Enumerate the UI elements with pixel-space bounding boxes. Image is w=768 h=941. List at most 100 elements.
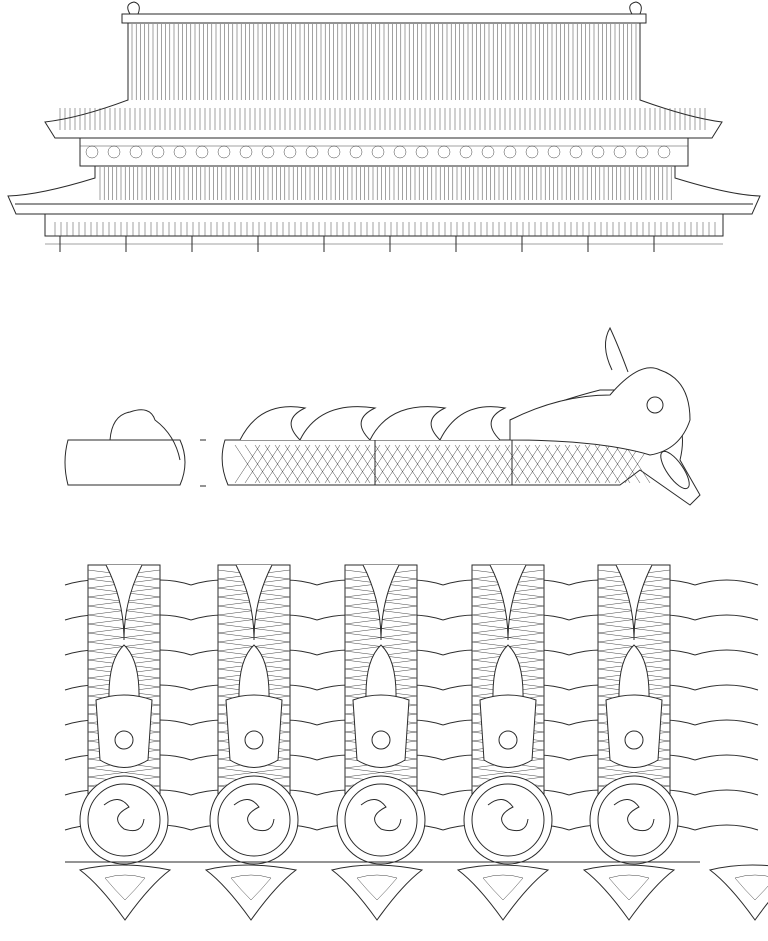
eave-tile-pattern	[64, 564, 768, 921]
drip-tile-motif	[356, 874, 398, 901]
round-tile-end	[589, 775, 679, 865]
scale-hatch	[354, 444, 381, 484]
horn-ornament	[492, 644, 524, 701]
dragon-motif	[233, 799, 275, 832]
tile-row-arc	[694, 649, 759, 656]
scale-hatch	[514, 444, 541, 484]
ridge-fin	[615, 564, 653, 641]
ridge-fin	[489, 564, 527, 641]
round-tile-inner	[87, 783, 161, 857]
scale-hatch	[474, 444, 501, 484]
beast-mouth	[624, 730, 644, 750]
ridge-ornament-icon	[127, 1, 642, 15]
round-tile-end	[336, 775, 426, 865]
beast-mouth	[244, 730, 264, 750]
scale-hatch	[594, 444, 621, 484]
dash-marks	[200, 439, 206, 487]
tile-row-arc	[694, 754, 759, 761]
scale-hatch	[434, 444, 461, 484]
scale-hatch	[534, 444, 561, 484]
tile-row-arc	[694, 684, 759, 691]
scale-hatch	[324, 444, 351, 484]
ridge-fin	[235, 564, 273, 641]
upper-ridge	[121, 13, 647, 24]
scale-hatch	[424, 444, 451, 484]
eave-column	[589, 564, 679, 865]
dragon-head	[509, 367, 691, 456]
scale-hatch	[597, 767, 671, 778]
scale-hatch	[344, 767, 418, 778]
scale-hatch	[564, 444, 591, 484]
eave-column	[209, 564, 299, 865]
round-tile-end	[209, 775, 299, 865]
scale-hatch	[334, 444, 361, 484]
lower-roof-outline	[7, 165, 761, 215]
palace-roof-elevation	[7, 1, 761, 252]
scale-hatch	[494, 444, 521, 484]
tile-row-arc	[694, 824, 759, 831]
dragon-horn	[605, 326, 629, 373]
scale-hatch	[344, 444, 371, 484]
scale-hatch	[234, 444, 261, 484]
scale-hatch	[414, 444, 441, 484]
horn-ornament	[365, 644, 397, 701]
scale-hatch	[314, 444, 341, 484]
scale-hatch	[374, 444, 401, 484]
drip-tile	[78, 864, 172, 921]
scale-hatch	[274, 444, 301, 484]
scale-hatch	[304, 444, 331, 484]
scale-hatch	[471, 767, 545, 778]
beast-mouth	[371, 730, 391, 750]
fin-ornament	[299, 406, 377, 441]
drip-tile	[330, 864, 424, 921]
fin-ornament	[239, 406, 307, 441]
dragon-pearl	[660, 450, 690, 490]
scale-hatch	[404, 444, 431, 484]
tile-row-arc	[694, 579, 759, 586]
drip-tile-motif	[230, 874, 272, 901]
dragon-motif	[613, 799, 655, 832]
round-tile-end	[463, 775, 553, 865]
scale-hatch	[394, 444, 421, 484]
scale-hatch	[384, 444, 411, 484]
dragon-eye	[646, 396, 664, 414]
eave-column	[79, 564, 169, 865]
drip-tile-motif	[608, 874, 650, 901]
ridge-dragon-ornament	[64, 326, 701, 506]
small-fin-ornament	[109, 409, 181, 461]
tile-row-arc	[694, 719, 759, 726]
drip-tile	[708, 864, 768, 921]
fin-ornament	[369, 406, 447, 441]
drip-tile	[204, 864, 298, 921]
tile-row-arc	[694, 789, 759, 796]
drip-tile-motif	[104, 874, 146, 901]
dragon-motif	[487, 799, 529, 832]
small-ridge-tile	[64, 439, 186, 486]
scale-hatch	[364, 444, 391, 484]
scale-hatch	[584, 444, 611, 484]
lower-bracket-band	[44, 213, 724, 237]
horn-ornament	[238, 644, 270, 701]
round-tile-end	[79, 775, 169, 865]
tile-row-arc	[694, 614, 759, 621]
scale-hatch	[554, 444, 581, 484]
dragon-motif	[103, 799, 145, 832]
scale-hatch	[454, 444, 481, 484]
scale-hatch	[504, 444, 531, 484]
eave-column	[336, 564, 426, 865]
horn-ornament	[108, 644, 140, 701]
beast-mouth	[114, 730, 134, 750]
drip-tile-motif	[482, 874, 524, 901]
round-tile-inner	[344, 783, 418, 857]
scale-hatch	[254, 444, 281, 484]
ridge-fin	[362, 564, 400, 641]
scale-hatch	[87, 767, 161, 778]
scale-hatch	[524, 444, 551, 484]
scale-hatch	[294, 444, 321, 484]
scale-hatch	[574, 444, 601, 484]
eave-column	[463, 564, 553, 865]
scale-hatch	[444, 444, 471, 484]
round-tile-inner	[217, 783, 291, 857]
upper-roof-outline	[44, 21, 723, 139]
